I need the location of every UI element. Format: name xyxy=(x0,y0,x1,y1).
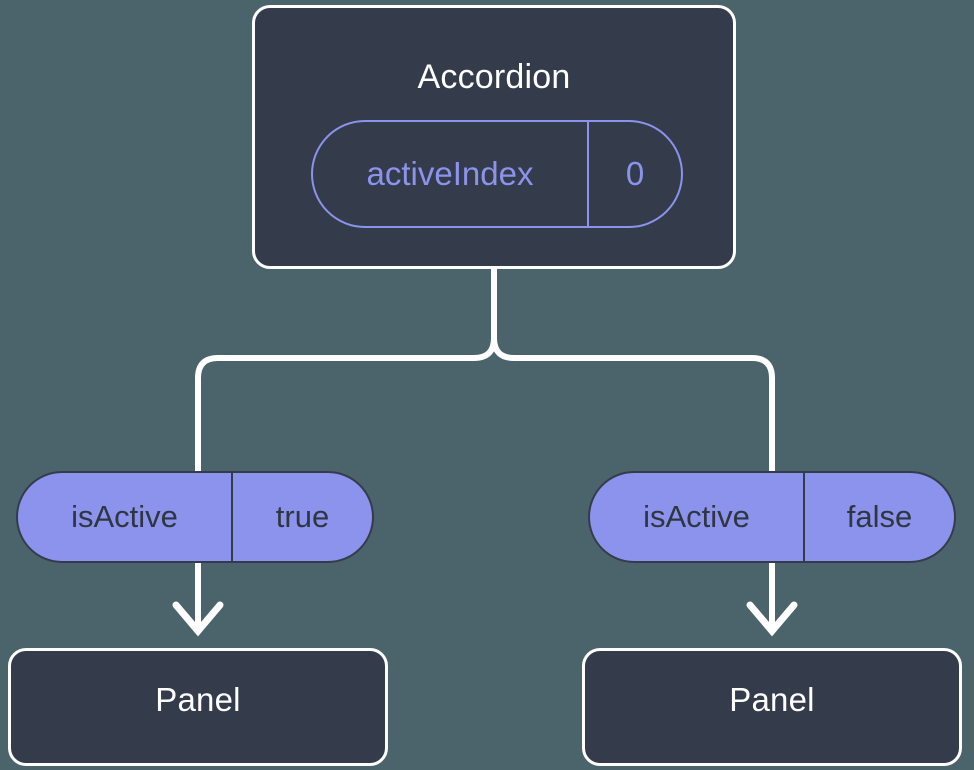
prop-pill-is-active-true[interactable]: isActive true xyxy=(16,471,374,563)
edge-root-stem-right xyxy=(491,266,775,475)
prop-pill-key: isActive xyxy=(18,473,233,561)
accordion-title: Accordion xyxy=(417,58,571,96)
prop-pill-key: isActive xyxy=(590,473,805,561)
node-panel-right[interactable]: Panel xyxy=(582,648,962,766)
state-pill-value: 0 xyxy=(625,155,645,192)
prop-pill-is-active-false[interactable]: isActive false xyxy=(588,471,956,563)
state-pill-key: activeIndex xyxy=(313,122,589,226)
edge-root-stem xyxy=(195,266,497,475)
arrow-head-down-left-icon xyxy=(172,601,224,637)
arrow-head-down-right-icon xyxy=(746,601,798,637)
state-pill-active-index[interactable]: activeIndex 0 xyxy=(311,120,683,228)
prop-pill-value: false xyxy=(846,499,913,534)
node-panel-left[interactable]: Panel xyxy=(8,648,388,766)
prop-pill-value: true xyxy=(275,499,330,534)
node-accordion[interactable]: Accordion activeIndex 0 xyxy=(252,5,736,269)
panel-title-right: Panel xyxy=(729,681,815,718)
panel-title-left: Panel xyxy=(155,681,241,718)
